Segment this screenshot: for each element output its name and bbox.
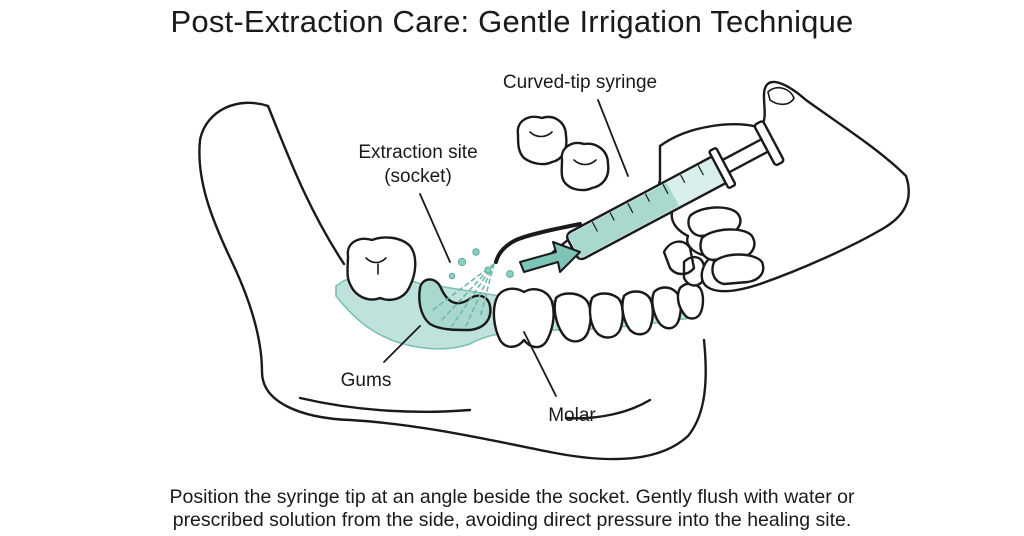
- molar-tooth: [492, 287, 555, 349]
- syringe: [550, 120, 785, 263]
- caption-line-1: Position the syringe tip at an angle bes…: [169, 486, 855, 508]
- label-molar: Molar: [548, 405, 596, 426]
- water-spray: [429, 263, 495, 327]
- syringe-plunger-cap: [753, 120, 785, 166]
- upper-tooth-2: [560, 141, 610, 192]
- jaw-lower-edge: [298, 396, 472, 414]
- direction-arrow: [519, 241, 581, 273]
- label-extraction-socket: (socket): [384, 166, 452, 187]
- jaw-inner-line: [266, 104, 346, 266]
- extraction-socket: [418, 278, 492, 332]
- syringe-fluid: [567, 182, 679, 259]
- tooth-3: [588, 292, 624, 339]
- leader-gums: [383, 325, 421, 363]
- leader-molar: [523, 331, 557, 397]
- hand-finger-3: [711, 253, 765, 286]
- upper-tooth-1: [516, 115, 568, 166]
- syringe-graduations: [591, 165, 704, 232]
- tooth-5: [651, 286, 682, 330]
- label-syringe: Curved-tip syringe: [503, 72, 657, 93]
- tooth-2: [553, 292, 592, 343]
- left-molar-cusps: [365, 257, 387, 275]
- instruction-caption: Position the syringe tip at an angle bes…: [40, 486, 984, 532]
- syringe-curved-tip: [494, 222, 582, 264]
- thumb-nail: [767, 86, 795, 106]
- hand-finger-2: [699, 228, 756, 262]
- left-molar: [346, 236, 417, 301]
- label-gums: Gums: [341, 370, 392, 391]
- leader-extraction: [419, 193, 451, 263]
- upper-tooth-1-cusps: [529, 131, 553, 138]
- label-extraction-site: Extraction site: [358, 142, 477, 163]
- leader-syringe: [597, 99, 629, 177]
- water-droplets: [448, 248, 514, 280]
- caption-line-2: prescribed solution from the side, avoid…: [172, 509, 852, 531]
- jaw-outline: [198, 101, 707, 461]
- page-title: Post-Extraction Care: Gentle Irrigation …: [170, 4, 854, 39]
- syringe-flange: [708, 147, 737, 189]
- jaw-lower-edge-2: [564, 398, 652, 420]
- upper-tooth-2-cusps: [573, 159, 597, 166]
- tooth-4: [621, 290, 654, 336]
